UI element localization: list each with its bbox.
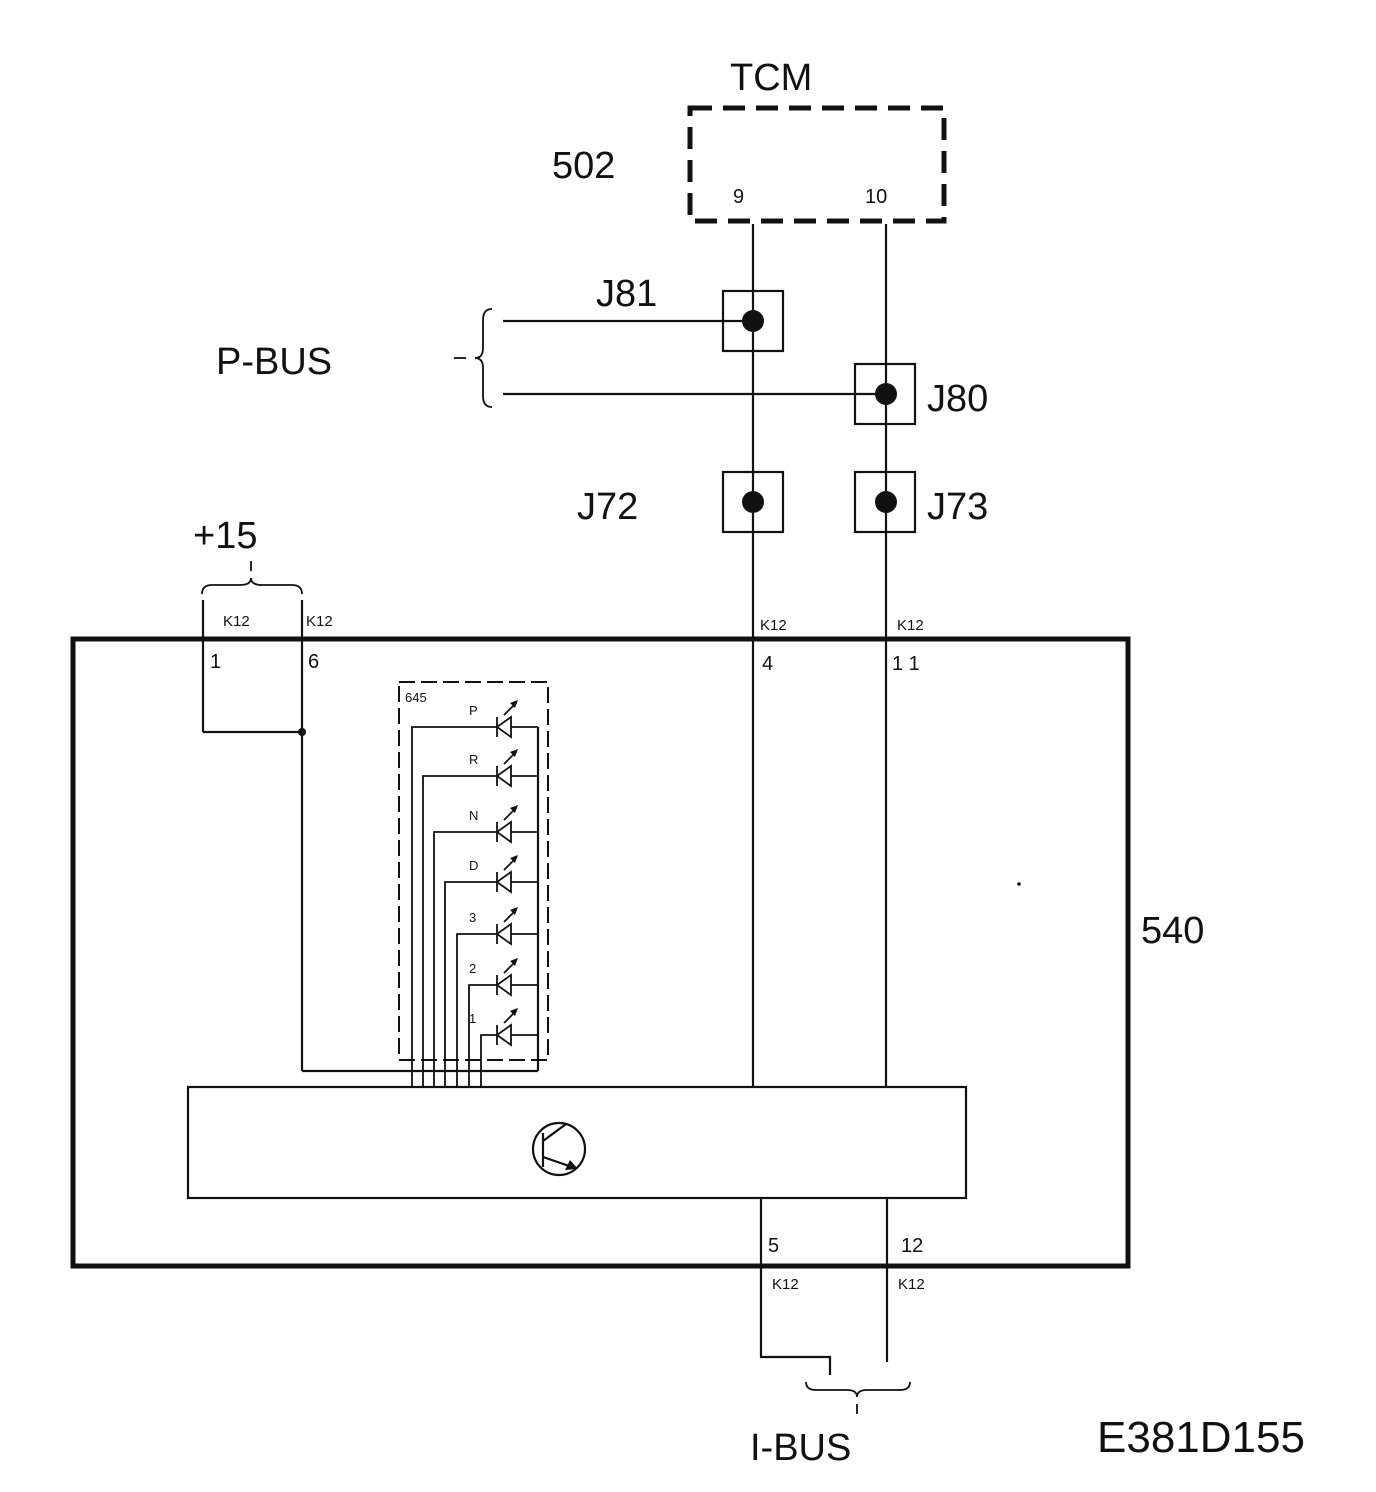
led-label: R xyxy=(469,752,478,767)
junction-j81 xyxy=(721,289,785,353)
ibus-brace xyxy=(805,1381,911,1398)
supply-brace xyxy=(201,577,303,595)
figure-id: E381D155 xyxy=(1097,1413,1305,1462)
led-label: 3 xyxy=(469,910,476,925)
wire-node xyxy=(298,728,306,736)
led-label: N xyxy=(469,808,478,823)
connector-label-pin4: K12 xyxy=(760,617,787,634)
junction-j73-label: J73 xyxy=(927,486,988,528)
wire-left-lower xyxy=(759,1199,832,1375)
ibus-label: I-BUS xyxy=(750,1427,851,1469)
connector-label-pin11: K12 xyxy=(897,617,924,634)
led-d: D xyxy=(444,855,538,1087)
module-number: 540 xyxy=(1141,910,1204,952)
pin-11: 1 1 xyxy=(892,653,920,675)
pin-6: 6 xyxy=(308,651,319,673)
led-2: 2 xyxy=(468,958,538,1087)
led-label: P xyxy=(469,703,478,718)
tcm-number: 502 xyxy=(552,145,615,187)
led-1: 1 xyxy=(469,1008,538,1087)
connector-label-pin1: K12 xyxy=(223,613,250,630)
pbus-label: P-BUS xyxy=(216,341,332,383)
speck xyxy=(1017,882,1021,886)
control-unit-box xyxy=(186,1085,968,1200)
pin-4: 4 xyxy=(762,653,773,675)
pin-12: 12 xyxy=(901,1235,923,1257)
tcm-title: TCM xyxy=(730,57,812,99)
connector-label-pin12: K12 xyxy=(898,1276,925,1293)
indicator-box xyxy=(398,681,549,1061)
tcm-pin-9: 9 xyxy=(733,186,744,208)
pbus-brace xyxy=(474,308,493,408)
led-label: 1 xyxy=(469,1011,476,1026)
supply-label: +15 xyxy=(193,515,257,557)
led-group: P R N D 3 2 1 xyxy=(411,700,538,1087)
tcm-box xyxy=(687,105,947,224)
led-label: 2 xyxy=(469,961,476,976)
junction-j72 xyxy=(721,470,785,534)
connector-label-pin5: K12 xyxy=(772,1276,799,1293)
led-label: D xyxy=(469,858,478,873)
led-n: N xyxy=(433,805,538,1087)
pin-5: 5 xyxy=(768,1235,779,1257)
junction-j81-label: J81 xyxy=(596,273,657,315)
module-540-box xyxy=(70,636,1131,1269)
connector-label-pin6: K12 xyxy=(306,613,333,630)
tcm-pin-10: 10 xyxy=(865,186,887,208)
indicator-number: 645 xyxy=(405,690,427,705)
led-3: 3 xyxy=(456,907,538,1087)
pin-1: 1 xyxy=(210,651,221,673)
junction-j73 xyxy=(853,470,917,534)
transistor-icon xyxy=(531,1121,587,1177)
junction-j80 xyxy=(853,362,917,426)
junction-j72-label: J72 xyxy=(577,486,638,528)
led-r: R xyxy=(422,749,538,1087)
junction-j80-label: J80 xyxy=(927,378,988,420)
led-p: P xyxy=(411,700,538,1087)
